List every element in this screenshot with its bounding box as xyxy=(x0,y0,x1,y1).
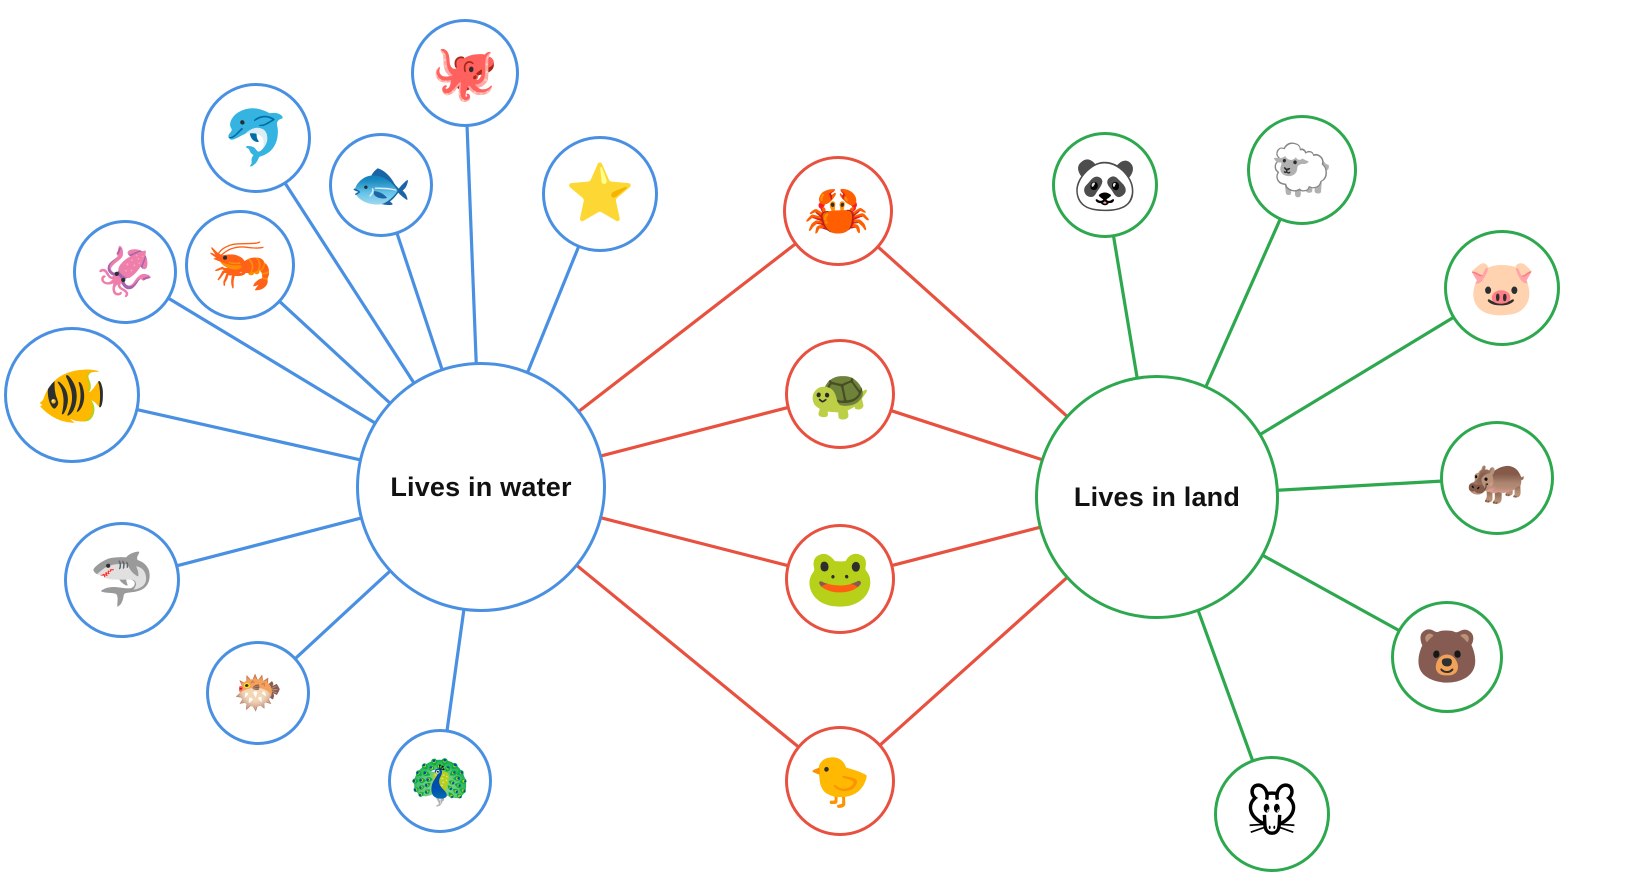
leaf-mouse[interactable]: 🐭 xyxy=(1214,756,1330,872)
hub-lives-in-water[interactable]: Lives in water xyxy=(356,362,606,612)
leaf-bear[interactable]: 🐻 xyxy=(1391,601,1503,713)
pig-icon: 🐷 xyxy=(1468,256,1536,319)
hub-lives-in-land-label: Lives in land xyxy=(1073,481,1241,512)
seahorse-icon: 🦚 xyxy=(408,752,472,810)
leaf-stingray[interactable]: 🦈 xyxy=(64,522,180,638)
hub-lives-in-land[interactable]: Lives in land xyxy=(1035,375,1279,619)
squid-icon: 🦑 xyxy=(95,244,155,300)
hub-lives-in-water-label: Lives in water xyxy=(390,471,572,502)
leaf-squid[interactable]: 🦑 xyxy=(73,220,177,324)
edge-land-mouse xyxy=(1196,609,1255,763)
leaf-seahorse[interactable]: 🦚 xyxy=(388,729,492,833)
leaf-hippo[interactable]: 🦛 xyxy=(1440,421,1554,535)
starfish-icon: ⭐ xyxy=(565,161,635,226)
crab-icon: 🦀 xyxy=(804,179,872,242)
edge-water-crab xyxy=(577,242,797,413)
edge-land-turtle xyxy=(889,409,1044,462)
edge-water-goldfish xyxy=(395,231,444,371)
bear-icon: 🐻 xyxy=(1414,627,1480,687)
edge-water-squid xyxy=(167,296,377,425)
edge-water-blowfish xyxy=(293,569,392,660)
leaf-duck[interactable]: 🐤 xyxy=(785,726,895,836)
blowfish-icon: 🐡 xyxy=(233,670,283,716)
edge-land-panda xyxy=(1111,234,1139,380)
leaf-starfish[interactable]: ⭐ xyxy=(542,136,658,252)
mouse-icon: 🐭 xyxy=(1244,784,1300,844)
leaf-tropical-fish[interactable]: 🐠 xyxy=(4,327,140,463)
leaf-turtle[interactable]: 🐢 xyxy=(785,339,895,449)
edge-water-octopus xyxy=(465,124,478,365)
edge-water-tropical-fish xyxy=(135,408,362,462)
edge-land-sheep xyxy=(1204,217,1282,388)
edge-land-frog xyxy=(890,525,1042,568)
leaf-dolphin[interactable]: 🐬 xyxy=(201,83,311,193)
edge-land-crab xyxy=(876,245,1069,418)
hippo-icon: 🦛 xyxy=(1465,449,1529,507)
edge-water-starfish xyxy=(526,245,581,374)
edge-water-frog xyxy=(599,516,790,568)
edge-water-dolphin xyxy=(283,181,416,385)
leaf-shrimp[interactable]: 🦐 xyxy=(185,210,295,320)
edge-water-turtle xyxy=(599,405,790,458)
edge-land-bear xyxy=(1261,553,1401,633)
leaf-blowfish[interactable]: 🐡 xyxy=(206,641,310,745)
edge-land-pig xyxy=(1258,315,1455,436)
frog-icon: 🐸 xyxy=(805,546,875,611)
edge-land-duck xyxy=(878,576,1069,747)
leaf-panda[interactable]: 🐼 xyxy=(1052,132,1158,238)
leaf-crab[interactable]: 🦀 xyxy=(783,156,893,266)
panda-icon: 🐼 xyxy=(1072,155,1138,215)
turtle-icon: 🐢 xyxy=(808,365,872,423)
shrimp-icon: 🦐 xyxy=(206,233,274,296)
sheep-icon: 🐑 xyxy=(1270,141,1334,199)
edge-water-seahorse xyxy=(445,608,466,733)
dolphin-icon: 🐬 xyxy=(222,106,290,169)
edge-water-stingray xyxy=(175,516,363,568)
stingray-icon: 🦈 xyxy=(89,550,155,610)
goldfish-icon: 🐟 xyxy=(349,156,413,214)
leaf-pig[interactable]: 🐷 xyxy=(1444,230,1560,346)
tropical-fish-icon: 🐠 xyxy=(35,361,109,429)
leaf-octopus[interactable]: 🐙 xyxy=(411,19,519,127)
edge-land-hippo xyxy=(1276,479,1443,492)
duck-icon: 🐤 xyxy=(808,752,872,810)
edge-water-shrimp xyxy=(278,299,392,405)
octopus-icon: 🐙 xyxy=(431,41,499,104)
edge-water-duck xyxy=(575,563,800,749)
leaf-frog[interactable]: 🐸 xyxy=(785,524,895,634)
leaf-sheep[interactable]: 🐑 xyxy=(1247,115,1357,225)
leaf-goldfish[interactable]: 🐟 xyxy=(329,133,433,237)
